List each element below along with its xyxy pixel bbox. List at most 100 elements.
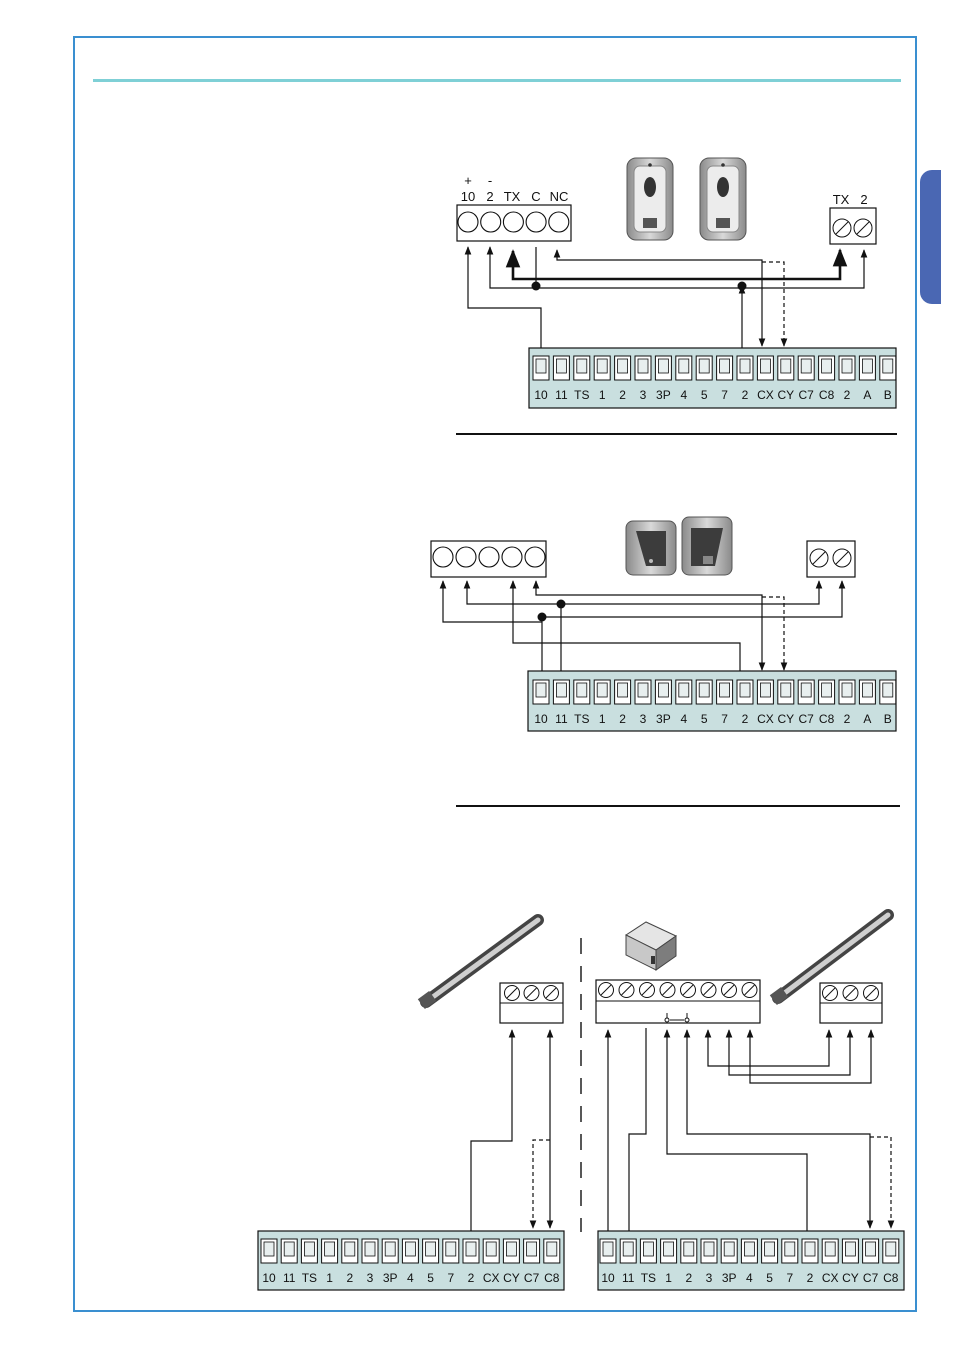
terminal-label: 4 — [680, 388, 687, 402]
polarity-minus: - — [488, 173, 492, 188]
edge-control-box-icon — [626, 922, 676, 970]
diagram-2: 1011TS1233P4572CXCYC7C82AB — [431, 517, 896, 731]
terminal-CX: CX — [483, 1239, 500, 1285]
terminal-label: 2 — [742, 712, 749, 726]
terminal-label: CY — [503, 1271, 520, 1285]
terminal-label: 10 — [262, 1271, 276, 1285]
terminal-C7: C7 — [863, 1239, 879, 1285]
terminal-label: 11 — [555, 388, 568, 402]
receiver-label-c: C — [531, 189, 540, 204]
terminal-TS: TS — [574, 680, 590, 726]
terminal-10: 10 — [261, 1239, 277, 1285]
terminal-CX: CX — [822, 1239, 839, 1285]
terminal-label: 2 — [468, 1271, 475, 1285]
control-board-terminal-strip-3b: 1011TS1233P4572CXCYC7C8 — [598, 1231, 904, 1290]
terminal-CX: CX — [757, 356, 774, 402]
receiver-label-10: 10 — [461, 189, 475, 204]
photocell-icon — [700, 158, 746, 240]
terminal-label: 5 — [766, 1271, 773, 1285]
screw-terminal — [458, 212, 478, 232]
post-photocell-icon — [682, 517, 732, 575]
terminal-label: 2 — [619, 712, 626, 726]
terminal-10: 10 — [600, 1239, 616, 1285]
terminal-label: 3P — [722, 1271, 737, 1285]
terminal-C8: C8 — [819, 680, 835, 726]
terminal-C8: C8 — [544, 1239, 560, 1285]
terminal-CY: CY — [503, 1239, 520, 1285]
terminal-label: 11 — [283, 1271, 296, 1285]
diagram-2-wires — [443, 581, 842, 684]
edge-control-unit-terminal-block — [596, 980, 760, 1023]
terminal-TS: TS — [301, 1239, 317, 1285]
polarity-plus: + — [464, 173, 472, 188]
terminal-11: 11 — [620, 1239, 636, 1285]
terminal-TS: TS — [574, 356, 590, 402]
diagram-1: + - 10 2 TX C NC TX 2 — [457, 158, 896, 408]
terminal-label: 7 — [447, 1271, 454, 1285]
terminal-label: 11 — [622, 1271, 635, 1285]
terminal-label: 4 — [746, 1271, 753, 1285]
terminal-label: 7 — [721, 712, 728, 726]
terminal-label: 2 — [844, 388, 851, 402]
screw-terminal — [525, 547, 545, 567]
terminal-label: A — [863, 712, 871, 726]
terminal-label: 5 — [701, 712, 708, 726]
terminal-label: TS — [302, 1271, 317, 1285]
terminal-label: 1 — [599, 388, 606, 402]
terminal-label: TS — [574, 712, 589, 726]
transmitter-terminal-block: TX 2 — [830, 192, 876, 244]
terminal-label: 2 — [685, 1271, 692, 1285]
terminal-CY: CY — [842, 1239, 859, 1285]
receiver-label-tx: TX — [504, 189, 521, 204]
terminal-label: 4 — [680, 712, 687, 726]
terminal-label: B — [884, 388, 892, 402]
edge-terminal-block-left — [500, 983, 563, 1023]
control-board-terminal-strip-3a: 1011TS1233P4572CXCYC7C8 — [258, 1231, 564, 1290]
terminal-3P: 3P — [655, 680, 671, 726]
terminal-11: 11 — [281, 1239, 297, 1285]
screw-terminal — [549, 212, 569, 232]
transmitter-label-2: 2 — [860, 192, 867, 207]
terminal-label: 1 — [665, 1271, 672, 1285]
terminal-CX: CX — [757, 680, 774, 726]
terminal-label: 1 — [599, 712, 606, 726]
edge-terminal-block-right — [820, 983, 882, 1023]
screw-terminal — [526, 212, 546, 232]
screw-terminal — [502, 547, 522, 567]
terminal-10: 10 — [533, 356, 549, 402]
terminal-label: C7 — [799, 388, 815, 402]
terminal-label: 1 — [326, 1271, 333, 1285]
receiver-label-nc: NC — [550, 189, 569, 204]
terminal-label: C8 — [819, 388, 835, 402]
terminal-label: CX — [757, 712, 774, 726]
terminal-TS: TS — [640, 1239, 656, 1285]
terminal-CY: CY — [777, 680, 794, 726]
terminal-3P: 3P — [382, 1239, 398, 1285]
terminal-11: 11 — [553, 680, 569, 726]
terminal-label: C8 — [544, 1271, 560, 1285]
terminal-label: 5 — [701, 388, 708, 402]
terminal-label: C7 — [863, 1271, 879, 1285]
screw-terminal — [503, 212, 523, 232]
terminal-label: 7 — [786, 1271, 793, 1285]
terminal-label: 3 — [367, 1271, 374, 1285]
terminal-C7: C7 — [524, 1239, 540, 1285]
terminal-label: 3 — [706, 1271, 713, 1285]
terminal-label: 10 — [601, 1271, 615, 1285]
screw-terminal — [481, 212, 501, 232]
terminal-label: CX — [822, 1271, 839, 1285]
terminal-label: CX — [757, 388, 774, 402]
receiver-label-2: 2 — [486, 189, 493, 204]
terminal-label: 5 — [427, 1271, 434, 1285]
terminal-label: CY — [842, 1271, 859, 1285]
terminal-label: 2 — [742, 388, 749, 402]
receiver-terminal-block — [431, 541, 546, 577]
terminal-label: B — [884, 712, 892, 726]
terminal-label: C8 — [883, 1271, 899, 1285]
transmitter-label-tx: TX — [833, 192, 850, 207]
screw-terminal — [479, 547, 499, 567]
screw-terminal — [433, 547, 453, 567]
terminal-label: 11 — [555, 712, 568, 726]
terminal-label: 3P — [656, 712, 671, 726]
